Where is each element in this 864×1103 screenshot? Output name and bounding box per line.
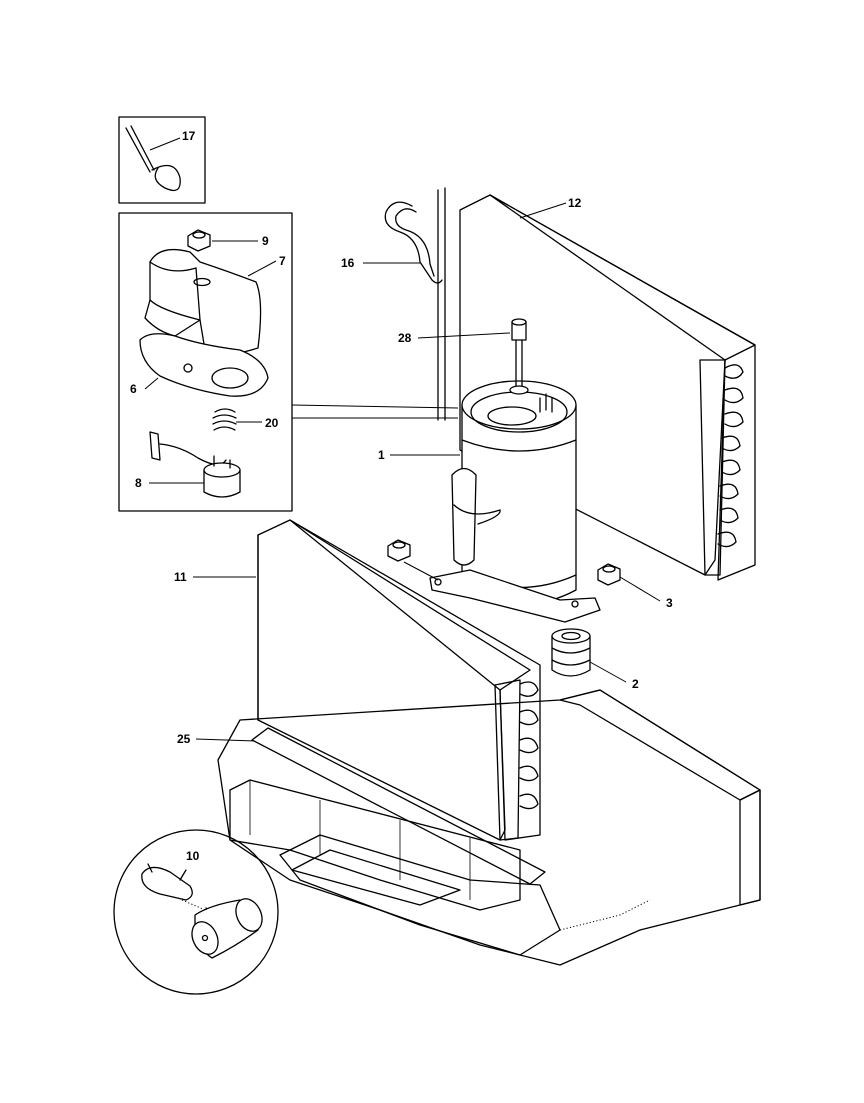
compressor (429, 318, 601, 623)
callout-10: 10 (186, 849, 200, 863)
callout-16: 16 (341, 256, 355, 270)
callout-leaders (144, 137, 661, 742)
callout-2: 2 (632, 677, 639, 691)
callout-7: 7 (279, 254, 286, 268)
inset-leader-upper (291, 404, 459, 409)
callout-20: 20 (265, 416, 279, 430)
callout-25: 25 (177, 732, 191, 746)
callout-1: 1 (378, 448, 385, 462)
compressor-nut-left (387, 539, 411, 562)
callout-6: 6 (130, 382, 137, 396)
foam-seal-strip (251, 727, 546, 885)
inset-circle-capacitor (113, 829, 279, 995)
callout-3: 3 (666, 596, 673, 610)
discharge-tubes (384, 187, 446, 421)
callout-28: 28 (398, 331, 412, 345)
callout-8: 8 (135, 476, 142, 490)
front-evaporator-coil (257, 519, 541, 841)
callout-17: 17 (182, 129, 196, 143)
callout-9: 9 (262, 234, 269, 248)
nut-leader-left (403, 561, 439, 581)
rubber-grommet (551, 628, 591, 677)
base-pan (217, 689, 761, 966)
inset-box-thermistor (118, 116, 206, 204)
front-coil-tube-bends (519, 681, 539, 810)
inset-box-terminal-parts (118, 212, 293, 512)
rear-coil-tube-bends (717, 364, 744, 548)
callout-labels: 17 9 7 6 20 8 16 12 28 1 3 2 11 25 10 (130, 129, 673, 863)
callout-12: 12 (568, 196, 582, 210)
compressor-nut-right (597, 563, 621, 586)
callout-11: 11 (174, 570, 187, 584)
